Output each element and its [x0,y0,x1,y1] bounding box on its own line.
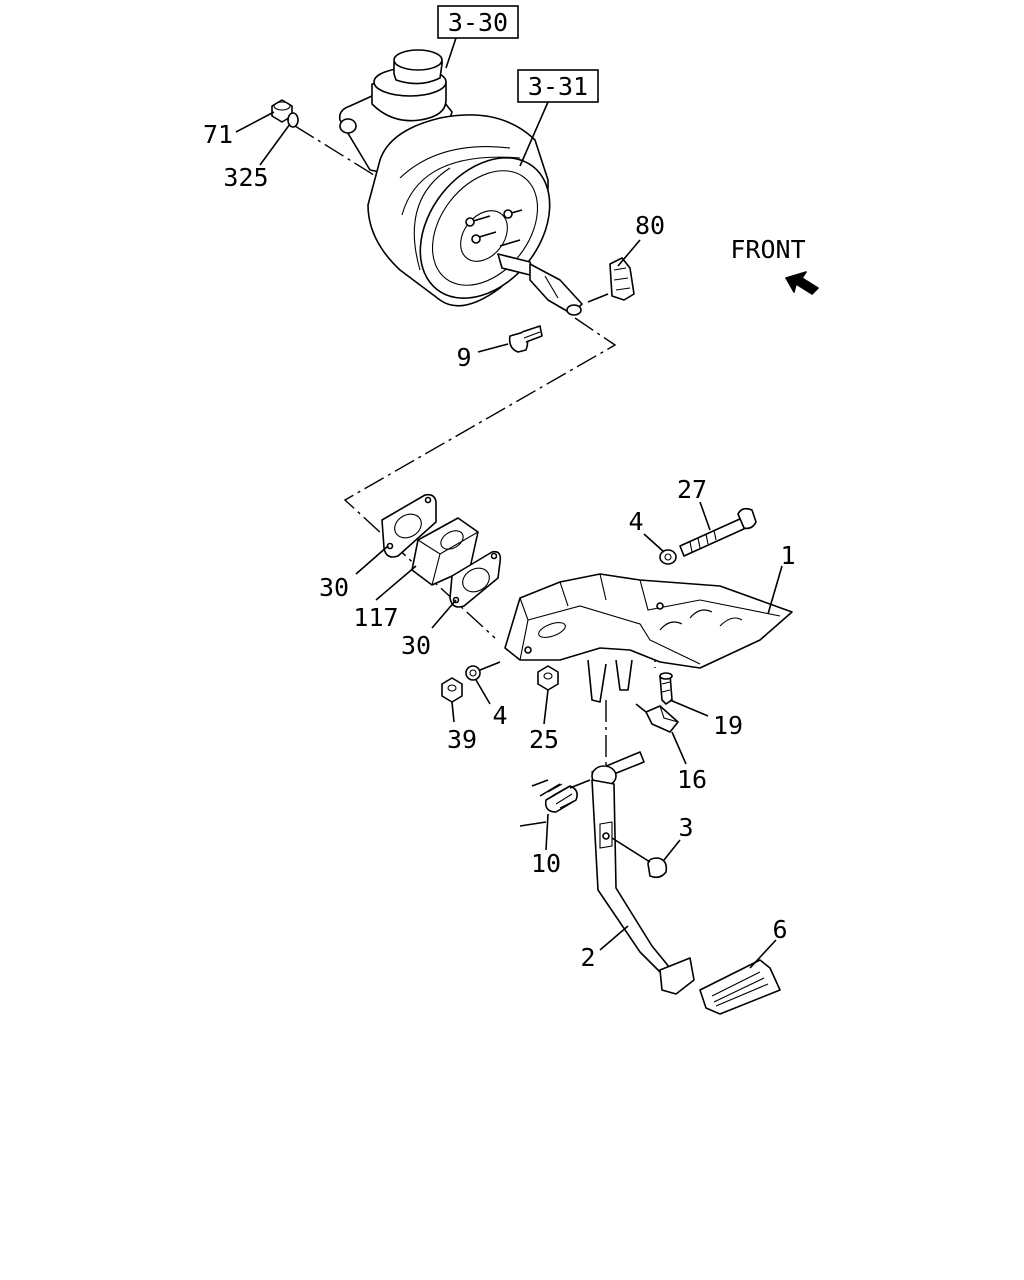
reference-3-31: 3-31 [517,69,599,103]
callout-labels: FRONT 71 325 80 9 27 4 1 30 117 30 4 39 … [203,120,806,972]
callout-1: 1 [780,541,795,570]
bracket-hardware [441,507,757,733]
callout-3: 3 [678,813,693,842]
booster-hardware [271,99,635,353]
callout-39: 39 [447,725,477,754]
callout-16: 16 [677,765,707,794]
callout-27: 27 [677,475,707,504]
front-direction-arrow [785,271,819,295]
callout-25: 25 [529,725,559,754]
callout-30-upper: 30 [319,573,349,602]
callout-325: 325 [223,163,268,192]
brake-pedal-arm [591,751,781,1015]
callout-80: 80 [635,211,665,240]
callout-117: 117 [353,603,398,632]
callout-71: 71 [203,120,233,149]
callout-19: 19 [713,711,743,740]
brake-booster [338,49,583,316]
return-spring [531,779,591,813]
reference-label: 3-30 [448,8,508,37]
reference-label: 3-31 [528,72,588,101]
callout-2: 2 [580,943,595,972]
reference-3-30: 3-30 [437,5,519,39]
leader-lines [235,37,783,969]
callout-10: 10 [531,849,561,878]
callout-6: 6 [772,915,787,944]
callout-4-upper: 4 [628,507,643,536]
gasket-lower [449,550,502,608]
callout-30-lower: 30 [401,631,431,660]
front-label: FRONT [730,235,805,264]
pedal-bracket [504,573,793,703]
callout-9: 9 [456,343,471,372]
callout-4-lower: 4 [492,701,507,730]
